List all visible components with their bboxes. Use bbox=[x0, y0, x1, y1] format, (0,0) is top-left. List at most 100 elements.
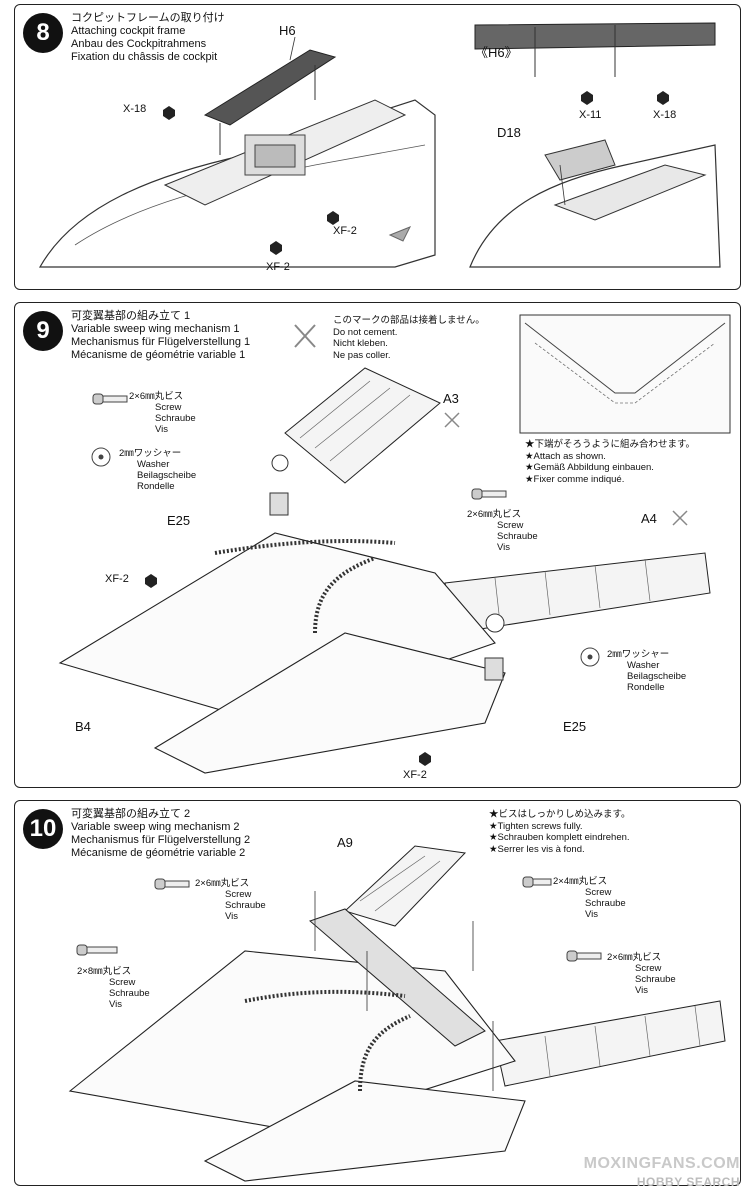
screw-de: Schraube bbox=[225, 900, 266, 911]
note-de: Nicht kleben. bbox=[333, 338, 388, 349]
heading-en: Variable sweep wing mechanism 2 bbox=[71, 821, 240, 833]
washer-icon bbox=[91, 447, 111, 467]
screw-label-b: 2×6㎜丸ビス Screw Schraube Vis bbox=[467, 509, 538, 553]
note-jp: このマークの部品は接着しません。 bbox=[333, 315, 485, 326]
cockpit-illustration bbox=[38, 22, 721, 268]
washer-size: 2㎜ワッシャー bbox=[119, 448, 182, 459]
part-xf2: XF-2 bbox=[333, 225, 357, 237]
heading-de: Mechanismus für Flügelverstellung 1 bbox=[71, 336, 251, 348]
heading-de: Mechanismus für Flügelverstellung 2 bbox=[71, 834, 251, 846]
part-e25: E25 bbox=[563, 719, 587, 734]
washer-icon bbox=[580, 647, 600, 667]
note-en: Do not cement. bbox=[333, 326, 398, 338]
watermark: MOXINGFANS.COM HOBBY SEARCH bbox=[584, 1155, 740, 1191]
step-heading: 可変翼基部の組み立て 1 Variable sweep wing mechani… bbox=[71, 310, 250, 362]
watermark-line1: MOXINGFANS.COM bbox=[583, 1155, 740, 1172]
part-a4: A4 bbox=[641, 511, 657, 526]
screw-size: 2×8㎜丸ビス bbox=[77, 966, 132, 977]
step-number: 9 bbox=[23, 311, 63, 351]
screw-fr: Vis bbox=[225, 911, 239, 922]
part-x18: X-18 bbox=[123, 103, 147, 115]
step-9-panel: 9 可変翼基部の組み立て 1 Variable sweep wing mecha… bbox=[14, 302, 741, 788]
hex-nut-icon bbox=[327, 211, 339, 225]
screw-en: Screw bbox=[497, 520, 524, 531]
part-b4: B4 bbox=[75, 719, 91, 734]
screw-size: 2×6㎜丸ビス bbox=[129, 391, 184, 402]
part-a9: A9 bbox=[337, 835, 353, 850]
screw-fr: Vis bbox=[497, 542, 511, 553]
washer-label-b: 2㎜ワッシャー Washer Beilagscheibe Rondelle bbox=[607, 649, 686, 693]
washer-size: 2㎜ワッシャー bbox=[607, 649, 670, 660]
hex-nut-icon bbox=[581, 91, 593, 105]
heading-jp: コクピットフレームの取り付け bbox=[71, 12, 225, 24]
wing-mechanism-illustration bbox=[58, 314, 731, 774]
heading-en: Attaching cockpit frame bbox=[71, 25, 186, 37]
screw-de: Schraube bbox=[497, 531, 538, 542]
screw-icon bbox=[566, 950, 602, 962]
part-a3: A3 bbox=[443, 391, 459, 406]
heading-en: Variable sweep wing mechanism 1 bbox=[71, 323, 240, 335]
hex-nut-icon bbox=[419, 752, 431, 766]
attach-note: ★下端がそろうように組み合わせます。 ★Attach as shown. ★Ge… bbox=[525, 439, 695, 485]
screw-en: Screw bbox=[155, 402, 182, 413]
heading-jp: 可変翼基部の組み立て 2 bbox=[71, 808, 191, 820]
tighten-jp: ★ビスはしっかりしめ込みます。 bbox=[489, 809, 631, 820]
part-x18: X-18 bbox=[653, 109, 677, 121]
part-h6: H6 bbox=[279, 23, 296, 38]
no-cement-note: このマークの部品は接着しません。 Do not cement. Nicht kl… bbox=[333, 315, 485, 361]
tighten-fr: ★Serrer les vis à fond. bbox=[489, 843, 585, 855]
screw-size: 2×6㎜丸ビス bbox=[467, 509, 522, 520]
hex-nut-icon bbox=[145, 574, 157, 588]
step-8-panel: 8 コクピットフレームの取り付け Attaching cockpit frame… bbox=[14, 4, 741, 290]
washer-en: Washer bbox=[627, 660, 660, 671]
screw-de: Schraube bbox=[585, 898, 626, 909]
tighten-note: ★ビスはしっかりしめ込みます。 ★Tighten screws fully. ★… bbox=[489, 809, 631, 855]
washer-fr: Rondelle bbox=[627, 682, 665, 693]
note-fr: Ne pas coller. bbox=[333, 349, 391, 361]
part-d18: D18 bbox=[497, 125, 521, 140]
heading-de: Anbau des Cockpitrahmens bbox=[71, 38, 207, 50]
screw-de: Schraube bbox=[635, 974, 676, 985]
screw-icon bbox=[92, 393, 128, 405]
screw-icon bbox=[522, 876, 552, 888]
part-h6-view: 《H6》 bbox=[475, 45, 518, 60]
hex-nut-icon bbox=[657, 91, 669, 105]
screw-icon bbox=[76, 944, 118, 956]
screw-size: 2×6㎜丸ビス bbox=[607, 952, 662, 963]
screw-label-d: 2×6㎜丸ビス Screw Schraube Vis bbox=[607, 952, 676, 996]
screw-en: Screw bbox=[635, 963, 662, 974]
screw-fr: Vis bbox=[155, 424, 169, 435]
screw-icon bbox=[154, 878, 190, 890]
washer-de: Beilagscheibe bbox=[137, 470, 197, 481]
step-heading: 可変翼基部の組み立て 2 Variable sweep wing mechani… bbox=[71, 808, 250, 860]
screw-size: 2×6㎜丸ビス bbox=[195, 878, 250, 889]
screw-label-b: 2×4㎜丸ビス Screw Schraube Vis bbox=[553, 876, 626, 920]
step-10-panel: 10 可変翼基部の組み立て 2 Variable sweep wing mech… bbox=[14, 800, 741, 1186]
attach-jp: ★下端がそろうように組み合わせます。 bbox=[525, 439, 696, 450]
wing-mechanism-2-illustration bbox=[68, 845, 726, 1182]
part-x11: X-11 bbox=[579, 109, 602, 121]
step-number: 10 bbox=[23, 809, 63, 849]
attach-fr: ★Fixer comme indiqué. bbox=[525, 473, 625, 485]
part-xf2: XF-2 bbox=[266, 261, 290, 273]
attach-en: ★Attach as shown. bbox=[525, 450, 606, 462]
screw-fr: Vis bbox=[585, 909, 599, 920]
screw-de: Schraube bbox=[109, 988, 150, 999]
heading-fr: Mécanisme de géométrie variable 1 bbox=[71, 349, 246, 361]
part-xf2: XF-2 bbox=[403, 769, 427, 781]
heading-jp: 可変翼基部の組み立て 1 bbox=[71, 310, 191, 322]
screw-en: Screw bbox=[109, 977, 136, 988]
washer-fr: Rondelle bbox=[137, 481, 175, 492]
part-xf2: XF-2 bbox=[105, 573, 129, 585]
attach-de: ★Gemäß Abbildung einbauen. bbox=[525, 462, 654, 473]
screw-label-a: 2×6㎜丸ビス Screw Schraube Vis bbox=[129, 391, 196, 435]
washer-de: Beilagscheibe bbox=[627, 671, 687, 682]
step-number: 8 bbox=[23, 13, 63, 53]
screw-size: 2×4㎜丸ビス bbox=[553, 876, 608, 887]
washer-en: Washer bbox=[137, 459, 170, 470]
heading-fr: Mécanisme de géométrie variable 2 bbox=[71, 847, 246, 859]
part-e25: E25 bbox=[167, 513, 191, 528]
screw-en: Screw bbox=[585, 887, 612, 898]
hex-nut-icon bbox=[163, 106, 175, 120]
no-cement-icon bbox=[294, 324, 316, 348]
